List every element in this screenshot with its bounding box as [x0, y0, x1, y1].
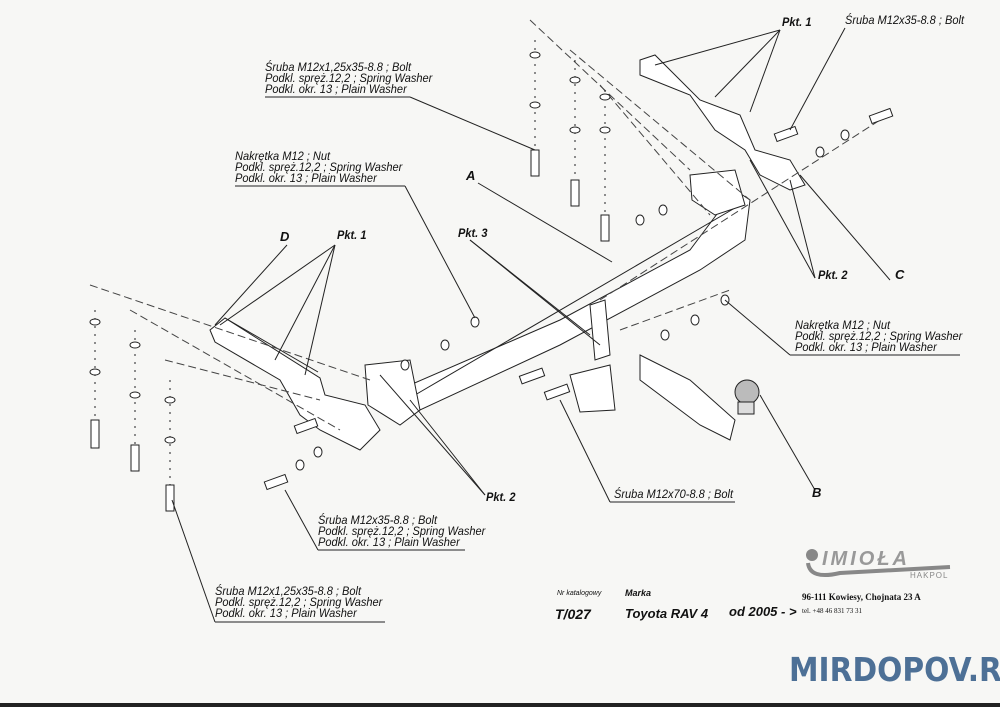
label-pkt2-right: Pkt. 2 [818, 268, 848, 282]
callout-line: Podkl. okr. 13 ; Plain Washer [265, 82, 407, 96]
callout-line: Podkl. okr. 13 ; Plain Washer [215, 606, 357, 620]
catalog-number: T/027 [555, 606, 591, 622]
callout-top-right-bolt: Śruba M12x35-8.8 ; Bolt [845, 13, 965, 27]
washers [89, 51, 850, 471]
callout-line: Śruba M12x35-8.8 ; Bolt [318, 513, 438, 527]
callout-line: Podkl. spręż.12,2 ; Spring Washer [235, 160, 403, 174]
scan-edge [0, 703, 1000, 707]
label-pkt1-left: Pkt. 1 [337, 228, 367, 242]
brand-value: Toyota RAV 4 [625, 606, 709, 621]
callout-line: Podkl. spręż.12,2 ; Spring Washer [215, 595, 383, 609]
callout-line: Nakrętka M12 ; Nut [795, 318, 891, 332]
bracket-d [209, 317, 381, 451]
catalog-label: Nr katalogowy [557, 590, 602, 597]
label-part-a: A [466, 168, 476, 183]
label-part-d: D [280, 229, 290, 244]
leader-lines [171, 27, 960, 623]
label-pkt2-bottom: Pkt. 2 [486, 490, 516, 504]
callout-line: Nakrętka M12 ; Nut [235, 149, 331, 163]
callout-ball-bolt: Śruba M12x70-8.8 ; Bolt [614, 487, 734, 501]
label-part-b: B [812, 485, 822, 500]
callout-right-nut-group: Nakrętka M12 ; Nut Podkl. spręż.12,2 ; S… [795, 318, 963, 354]
callout-left-nut-group: Nakrętka M12 ; Nut Podkl. spręż.12,2 ; S… [235, 149, 403, 185]
callout-line: Podkl. spręż.12,2 ; Spring Washer [795, 329, 963, 343]
label-part-c: C [895, 267, 905, 282]
svg-text:HAKPOL: HAKPOL [910, 571, 948, 580]
company-logo: IMIOŁA HAKPOL [806, 548, 951, 580]
company-address: 96-111 Kowiesy, Chojnata 23 A [802, 592, 921, 602]
svg-text:IMIOŁA: IMIOŁA [822, 548, 910, 570]
callout-line: Podkl. okr. 13 ; Plain Washer [318, 535, 460, 549]
callout-line: Podkl. okr. 13 ; Plain Washer [795, 340, 937, 354]
callout-top-bolt-group: Śruba M12x1,25x35-8.8 ; Bolt Podkl. sprę… [265, 60, 433, 96]
bolts [90, 40, 894, 512]
callout-line: Podkl. spręż.12,2 ; Spring Washer [265, 71, 433, 85]
callout-line: Podkl. okr. 13 ; Plain Washer [235, 171, 377, 185]
callout-bottom-left-bolt-group: Śruba M12x1,25x35-8.8 ; Bolt Podkl. sprę… [215, 584, 383, 620]
callout-line: Śruba M12x1,25x35-8.8 ; Bolt [215, 584, 362, 598]
company-phone: tel. +48 46 831 73 31 [802, 607, 862, 615]
brand-label: Marka [625, 588, 652, 598]
ball-mount-b [569, 299, 760, 441]
callout-bottom-bolt-group: Śruba M12x35-8.8 ; Bolt Podkl. spręż.12,… [318, 513, 486, 549]
year-range: od 2005 - > [729, 604, 797, 619]
crossbar-a [364, 169, 751, 426]
callout-line: Śruba M12x1,25x35-8.8 ; Bolt [265, 60, 412, 74]
watermark: MIRDOPOV.RU [789, 650, 1000, 689]
callout-line: Podkl. spręż.12,2 ; Spring Washer [318, 524, 486, 538]
label-pkt3: Pkt. 3 [458, 226, 488, 240]
label-pkt1-top: Pkt. 1 [782, 15, 812, 29]
assembly-lines [89, 19, 881, 431]
bracket-c [639, 54, 806, 191]
